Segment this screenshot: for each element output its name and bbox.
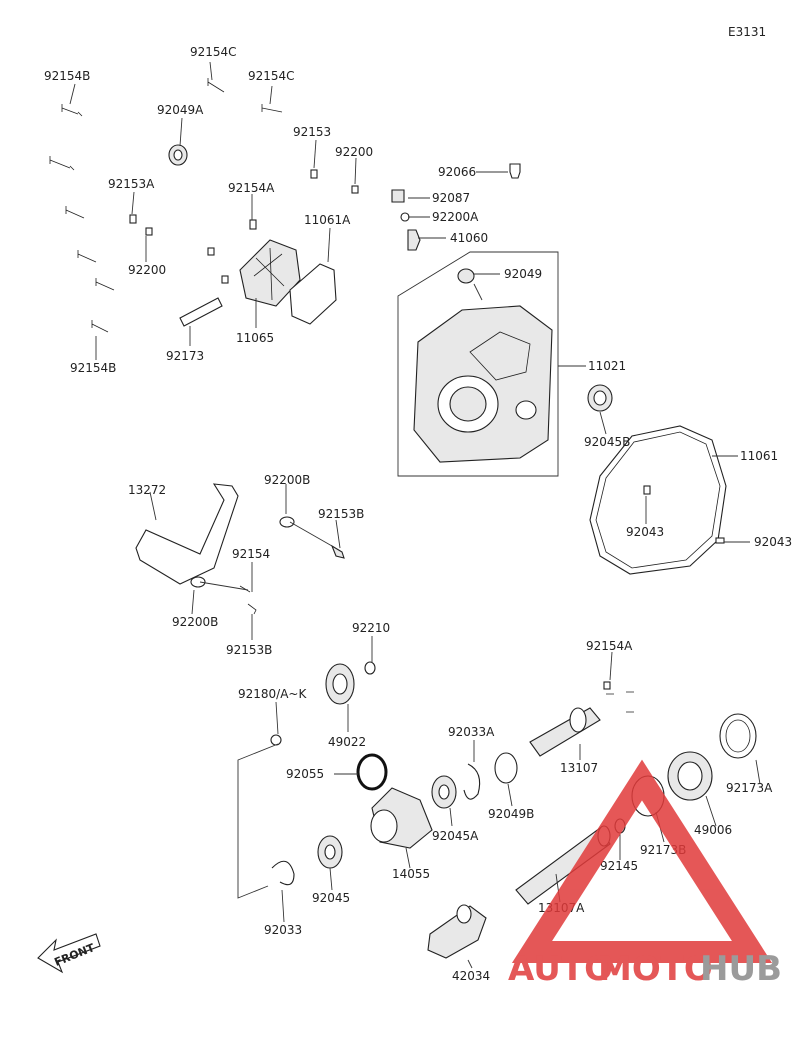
part-label: 92045A	[432, 829, 479, 843]
part-label: 92154A	[586, 639, 633, 653]
part-label: 92210	[352, 621, 390, 635]
part-label: 92153A	[108, 177, 155, 191]
part-label: 92033	[264, 923, 302, 937]
part-label: 92045	[312, 891, 350, 905]
part-label: 11061	[740, 449, 778, 463]
part-label: 49022	[328, 735, 366, 749]
diagram-code: E3131	[728, 25, 766, 39]
part-label: 92154B	[70, 361, 116, 375]
crankcase-cover-11021	[397, 251, 559, 477]
boot-parts	[614, 713, 757, 834]
gasket-11061	[589, 425, 727, 575]
part-label: 11021	[588, 359, 626, 373]
part-label: 92033A	[448, 725, 495, 739]
part-label: 92043	[626, 525, 664, 539]
part-label: 92043	[754, 535, 792, 549]
shaft-13107	[529, 681, 634, 757]
part-label: 92180/A~K	[238, 687, 307, 701]
part-label: 92173A	[726, 781, 773, 795]
part-label: 92066	[438, 165, 476, 179]
part-label: 92200A	[432, 210, 479, 224]
watermark-hub: HUB	[700, 949, 782, 989]
part-label: 13107	[560, 761, 598, 775]
part-label: 92154B	[44, 69, 90, 83]
part-label: 42034	[452, 969, 490, 983]
watermark-auto: AUTO	[508, 949, 613, 989]
part-label: 92153B	[226, 643, 272, 657]
drive-parts	[237, 661, 518, 899]
watermark-moto: MOTO	[598, 949, 713, 989]
part-label: 13272	[128, 483, 166, 497]
bolt-parts-upper-left	[49, 78, 359, 333]
watermark-logo: AUTO MOTO HUB	[508, 759, 782, 989]
part-label: 92173	[166, 349, 204, 363]
part-label: 92049B	[488, 807, 534, 821]
part-label: 92154	[232, 547, 270, 561]
part-label: 92153B	[318, 507, 364, 521]
part-labels: 92154C 92154B 92154C 92049A 92153 92200 …	[44, 45, 792, 983]
front-arrow: FRONT	[37, 933, 101, 974]
small-parts-top-right	[391, 163, 521, 284]
part-label: 14055	[392, 867, 430, 881]
part-label: 92154C	[190, 45, 237, 59]
part-label: 11065	[236, 331, 274, 345]
watermark-triangle-icon	[511, 759, 773, 963]
part-label: 92049A	[157, 103, 204, 117]
part-label: 92200	[128, 263, 166, 277]
part-label: 92153	[293, 125, 331, 139]
part-label: 92045B	[584, 435, 630, 449]
part-label: 92154A	[228, 181, 275, 195]
part-label: 92154C	[248, 69, 295, 83]
cover-11065	[239, 239, 337, 325]
part-label: 92087	[432, 191, 470, 205]
part-label: 92055	[286, 767, 324, 781]
bracket-13272	[135, 483, 345, 615]
part-label: 92200	[335, 145, 373, 159]
part-label: 49006	[694, 823, 732, 837]
part-label: 92145	[600, 859, 638, 873]
part-label: 92200B	[264, 473, 310, 487]
part-label: 92049	[504, 267, 542, 281]
part-label: 92200B	[172, 615, 218, 629]
part-label: 11061A	[304, 213, 351, 227]
part-label: 41060	[450, 231, 488, 245]
